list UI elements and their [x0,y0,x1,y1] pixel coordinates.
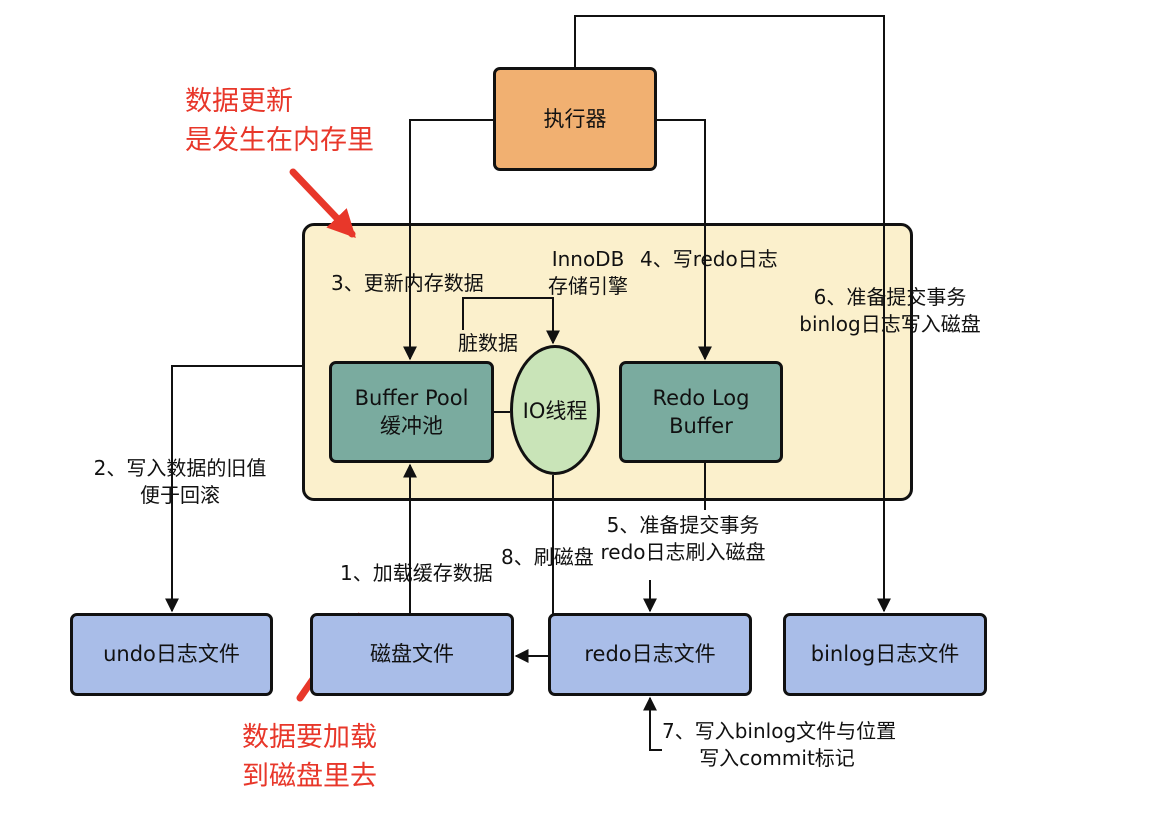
io-thread-node: IO线程 [510,345,600,475]
edge-executor-redobuffer [657,119,712,361]
step6-line1: 6、准备提交事务 [813,285,967,309]
step5-label: 5、准备提交事务 redo日志刷入磁盘 [598,512,768,566]
step2-label: 2、写入数据的旧值 便于回滚 [85,455,275,509]
dirty-data-label: 脏数据 [458,331,518,355]
annotation-disk-line2: 到磁盘里去 [242,761,377,793]
redo-log-buffer-label-line1: Redo Log [652,385,750,410]
step6-label: 6、准备提交事务 binlog日志写入磁盘 [785,284,995,338]
step7-line2: 写入commit标记 [699,746,855,770]
step7-label: 7、写入binlog文件与位置 写入commit标记 [662,718,897,772]
step5-line2: redo日志刷入磁盘 [600,540,766,564]
binlog-file-node: binlog日志文件 [783,613,987,696]
engine-label-line1: InnoDB [551,247,625,271]
step8-label: 8、刷磁盘 [501,545,594,569]
annotation-arrow-memory [289,168,356,239]
redo-log-file-label: redo日志文件 [584,642,716,667]
annotation-memory-line1: 数据更新 [185,86,293,117]
buffer-pool-label-cn: 缓冲池 [379,414,443,438]
step6-line2: binlog日志写入磁盘 [799,312,981,336]
buffer-pool-node: Buffer Pool 缓冲池 [329,361,494,463]
edge-executor-bufferpool [403,119,493,361]
edge-executor-binlog [574,15,891,613]
edge-dirty-io [462,297,560,345]
undo-log-file-label: undo日志文件 [103,642,240,667]
undo-log-file-node: undo日志文件 [70,613,273,696]
disk-file-label: 磁盘文件 [370,642,454,667]
step3-label: 3、更新内存数据 [331,271,484,295]
engine-label: InnoDB 存储引擎 [548,246,628,300]
step7-line1: 7、写入binlog文件与位置 [662,719,897,743]
redo-log-buffer-node: Redo Log Buffer [619,361,783,463]
binlog-file-label: binlog日志文件 [810,642,960,667]
redo-log-buffer-label-line2: Buffer [669,414,733,438]
executor-node: 执行器 [493,67,657,171]
edge-engine-undo [165,365,302,613]
buffer-pool-label-en: Buffer Pool [354,385,469,410]
io-thread-label: IO线程 [522,399,588,423]
disk-file-node: 磁盘文件 [310,613,514,696]
step5-line1: 5、准备提交事务 [606,513,760,537]
annotation-memory: 数据更新 是发生在内存里 [185,82,374,160]
step2-line1: 2、写入数据的旧值 [93,456,267,480]
redo-log-file-node: redo日志文件 [548,613,752,696]
step4-label: 4、写redo日志 [640,247,778,271]
engine-label-line2: 存储引擎 [548,274,628,298]
step2-line2: 便于回滚 [140,483,220,507]
edge-step7-redofile [643,696,662,751]
executor-label: 执行器 [543,106,607,131]
annotation-memory-line2: 是发生在内存里 [185,125,374,157]
step1-label: 1、加载缓存数据 [340,561,493,585]
annotation-disk-line1: 数据要加载 [242,722,377,753]
annotation-disk: 数据要加载 到磁盘里去 [242,718,377,796]
